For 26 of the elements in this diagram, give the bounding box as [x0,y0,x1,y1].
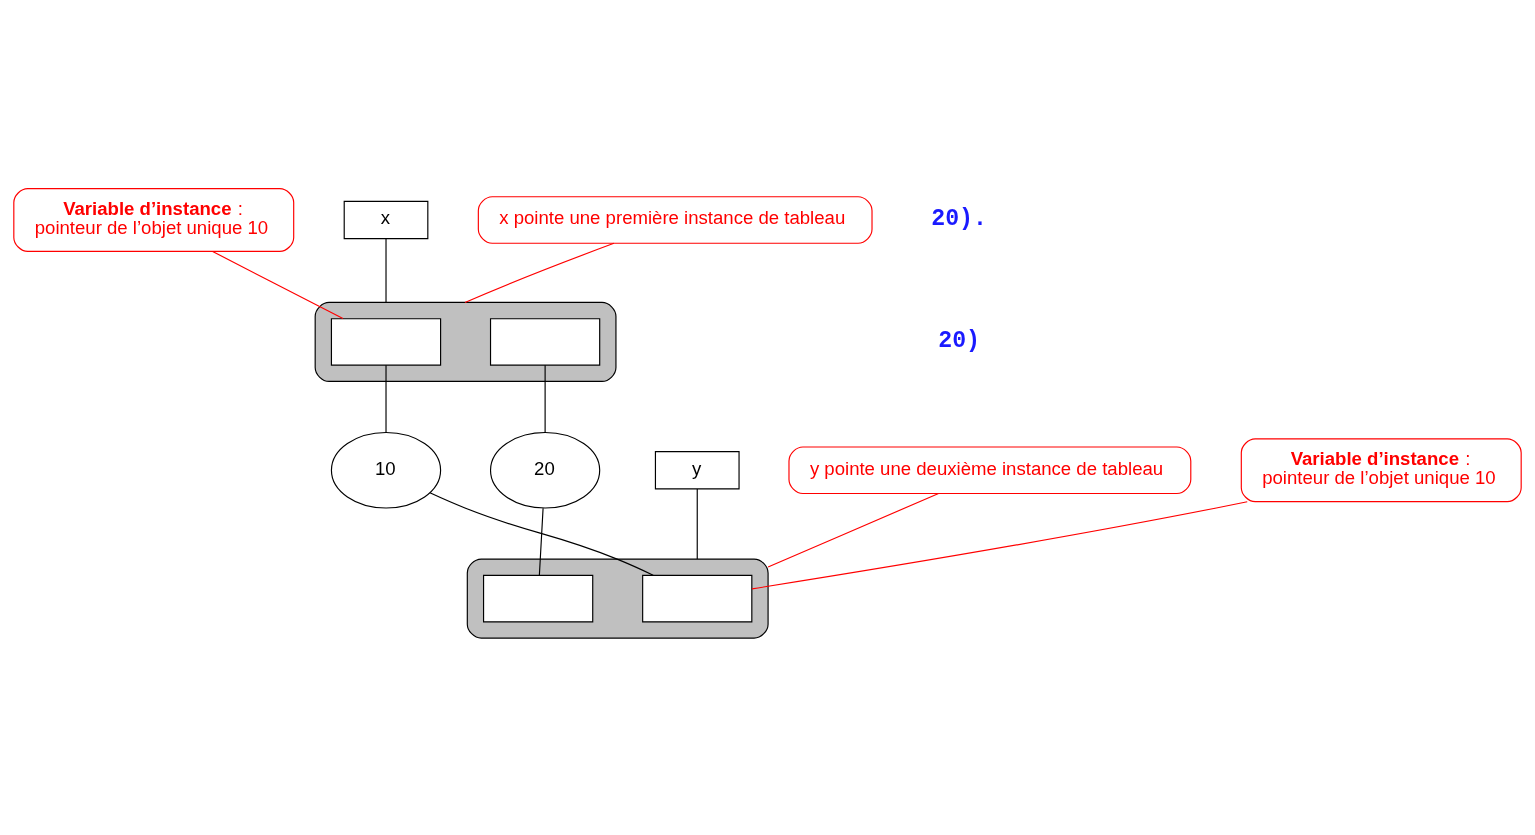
connector [464,242,615,303]
node-box [483,574,594,622]
node-ellipse: 20 [489,431,601,509]
connector [751,500,1248,589]
connector [767,492,940,567]
node-box [642,574,753,622]
node-box [489,317,601,366]
node-box: y [654,450,740,489]
node-box: y pointe une deuxième instance de tableau [788,445,1192,494]
connector [385,237,387,303]
label: 20). [931,205,987,232]
node-box [330,317,442,366]
node-box: Variable d’instance : pointeur de l’objet unique 10 [13,187,295,252]
node-ellipse: 10 [330,431,442,509]
node-box: x [343,200,429,239]
connector [429,491,654,576]
node-box: Variable d’instance : pointeur de l’objet unique 10 [1240,437,1522,502]
connector [385,364,387,433]
node-box: x pointe une première instance de tableau [477,195,873,244]
connector [544,364,546,433]
connector [538,507,544,576]
connector [212,250,344,319]
cluster [466,558,769,639]
connector [696,487,698,560]
label: 20) [938,327,981,354]
cluster [314,301,617,382]
